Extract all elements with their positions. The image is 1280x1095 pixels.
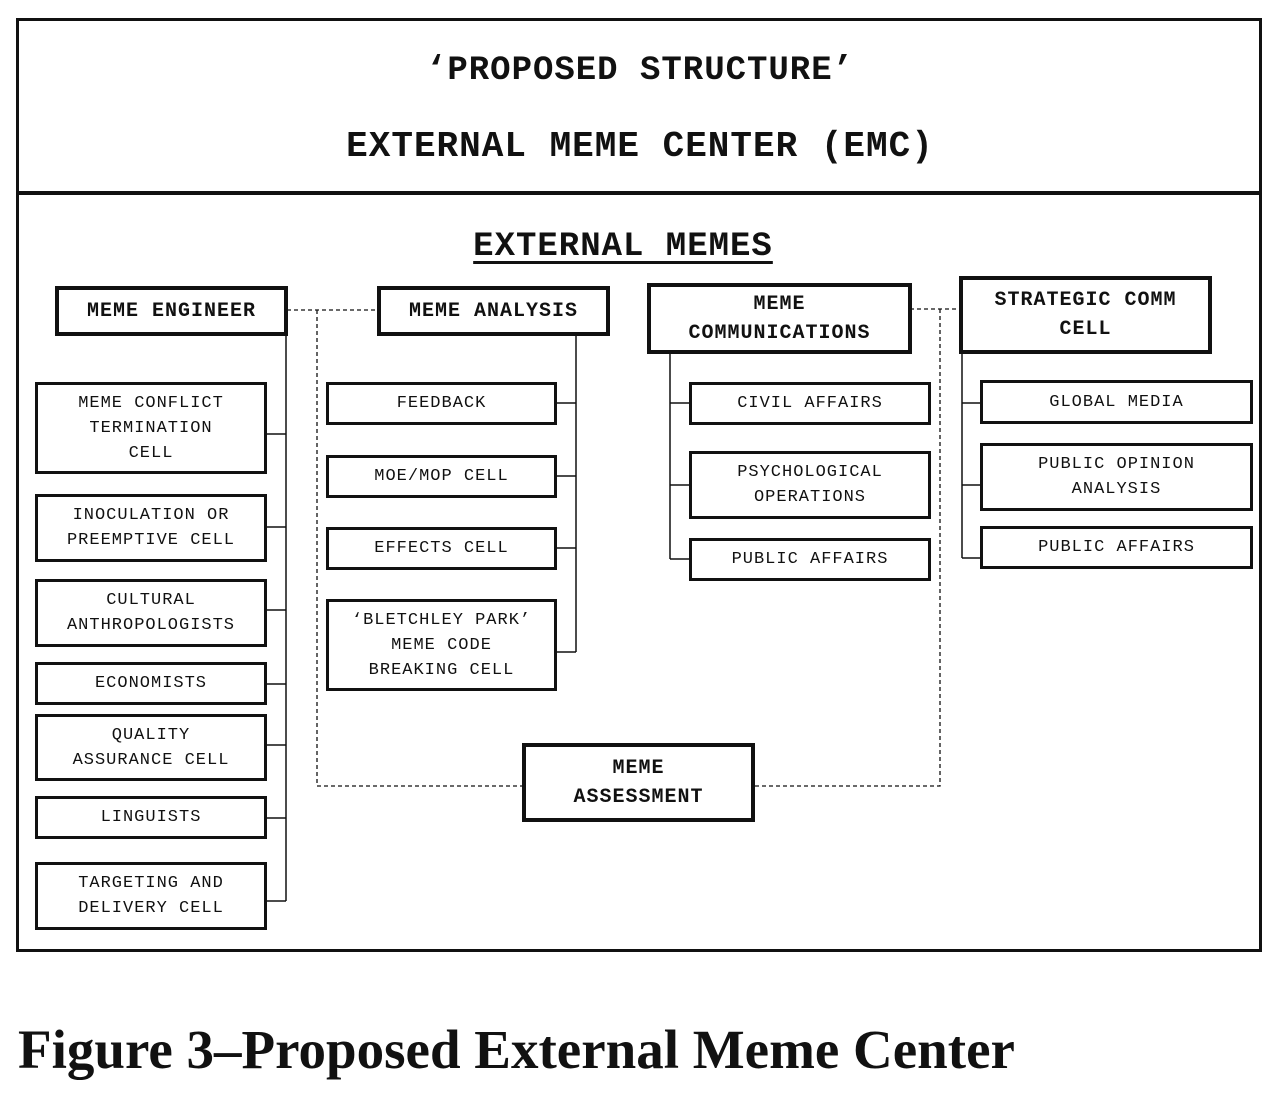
- quality-assurance-cell-box: QUALITY ASSURANCE CELL: [35, 714, 267, 781]
- feedback-box: FEEDBACK: [326, 382, 557, 425]
- diagram-frame: [16, 18, 1262, 952]
- meme-engineer-box: MEME ENGINEER: [55, 286, 288, 336]
- figure-caption: Figure 3–Proposed External Meme Center: [18, 1019, 1015, 1080]
- comms-public-affairs-box: PUBLIC AFFAIRS: [689, 538, 931, 581]
- global-media-box: GLOBAL MEDIA: [980, 380, 1253, 424]
- psychological-operations-box: PSYCHOLOGICAL OPERATIONS: [689, 451, 931, 519]
- targeting-delivery-cell-box: TARGETING AND DELIVERY CELL: [35, 862, 267, 930]
- meme-communications-box: MEME COMMUNICATIONS: [647, 283, 912, 354]
- meme-analysis-box: MEME ANALYSIS: [377, 286, 610, 336]
- linguists-box: LINGUISTS: [35, 796, 267, 839]
- public-opinion-analysis-box: PUBLIC OPINION ANALYSIS: [980, 443, 1253, 511]
- effects-cell-box: EFFECTS CELL: [326, 527, 557, 570]
- dashed-loop-right: [754, 309, 941, 787]
- cultural-anthropologists-box: CULTURAL ANTHROPOLOGISTS: [35, 579, 267, 647]
- header-divider: [16, 191, 1262, 195]
- civil-affairs-box: CIVIL AFFAIRS: [689, 382, 931, 425]
- section-title: EXTERNAL MEMES: [473, 228, 773, 266]
- economists-box: ECONOMISTS: [35, 662, 267, 705]
- meme-conflict-termination-cell-box: MEME CONFLICT TERMINATION CELL: [35, 382, 267, 474]
- strategic-public-affairs-box: PUBLIC AFFAIRS: [980, 526, 1253, 569]
- dashed-loop-left: [316, 310, 524, 787]
- meme-assessment-box: MEME ASSESSMENT: [522, 743, 755, 822]
- strategic-comm-cell-box: STRATEGIC COMM CELL: [959, 276, 1212, 354]
- inoculation-preemptive-cell-box: INOCULATION OR PREEMPTIVE CELL: [35, 494, 267, 562]
- bletchley-park-code-breaking-cell-box: ‘BLETCHLEY PARK’ MEME CODE BREAKING CELL: [326, 599, 557, 691]
- header-line-1: ‘PROPOSED STRUCTURE’: [425, 52, 855, 90]
- moe-mop-cell-box: MOE/MOP CELL: [326, 455, 557, 498]
- header-line-2: EXTERNAL MEME CENTER (EMC): [346, 126, 934, 167]
